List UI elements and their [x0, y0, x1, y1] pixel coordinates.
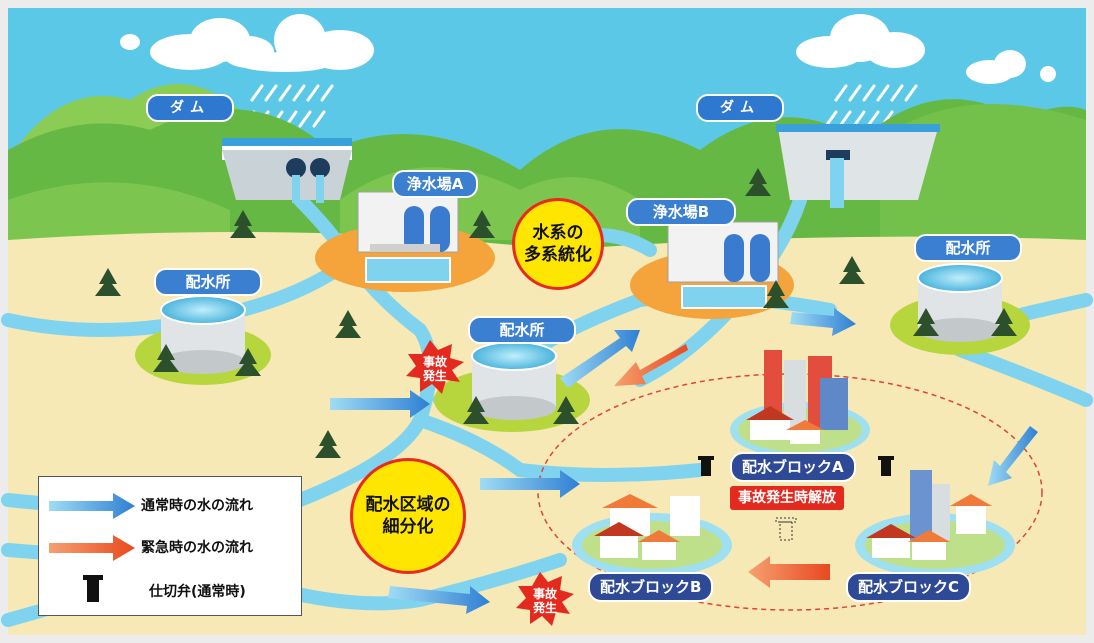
accident-label-2: 事故 発生 — [532, 587, 557, 615]
emergency-flow-arrows — [614, 344, 830, 588]
legend-emergency-flow-label: 緊急時の水の流れ — [141, 540, 253, 556]
multi-system-callout: 水系の 多系統化 — [512, 198, 604, 290]
legend-valve: 仕切弁(通常時) — [39, 573, 301, 609]
block-a — [730, 350, 870, 458]
reservoir-right-label: 配水所 — [914, 234, 1022, 262]
block-c — [855, 470, 1015, 577]
reservoir-left-label: 配水所 — [154, 268, 262, 296]
plant-a-label: 浄水場A — [392, 170, 478, 198]
block-a-label: 配水ブロックA — [730, 452, 856, 482]
valve-icon — [83, 575, 103, 602]
dam-right-label: ダム — [696, 94, 784, 122]
legend-valve-label: 仕切弁(通常時) — [149, 584, 246, 600]
plant-b-building — [667, 221, 779, 309]
legend-normal-flow-label: 通常時の水の流れ — [141, 498, 253, 514]
release-on-accident-tag: 事故発生時解放 — [730, 486, 844, 510]
normal-flow-arrows — [330, 308, 1038, 614]
legend-emergency-flow: 緊急時の水の流れ — [39, 529, 301, 565]
reservoir-center-label: 配水所 — [468, 316, 576, 344]
plant-b-label: 浄水場B — [626, 198, 736, 226]
valve-marks — [698, 456, 894, 476]
dam-left — [222, 138, 352, 203]
dam-left-label: ダム — [146, 94, 234, 122]
emergency-flow-arrow-icon — [49, 535, 135, 561]
block-c-label: 配水ブロックC — [846, 572, 972, 602]
subdivision-callout: 配水区域の 細分化 — [350, 458, 466, 574]
block-b — [572, 494, 732, 577]
accident-stars — [406, 340, 574, 626]
dam-right — [776, 124, 940, 208]
normal-flow-arrow-icon — [49, 493, 135, 519]
legend: 通常時の水の流れ 緊急時の水の流れ 仕切弁(通常時) — [38, 476, 302, 616]
valve-open — [775, 517, 797, 541]
legend-normal-flow: 通常時の水の流れ — [39, 487, 301, 523]
accident-label-1: 事故 発生 — [422, 355, 447, 383]
clouds — [120, 14, 1056, 84]
trees — [95, 168, 1017, 458]
plant-a-building — [357, 191, 459, 283]
block-b-label: 配水ブロックB — [588, 572, 714, 602]
